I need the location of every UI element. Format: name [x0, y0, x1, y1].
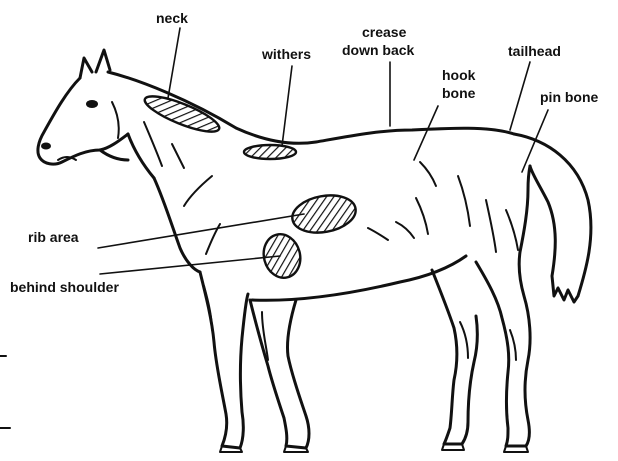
- label-hook-line2: bone: [442, 85, 476, 101]
- horse-detail-strokes: [41, 100, 518, 360]
- label-crease-line1: crease: [362, 24, 407, 40]
- edge-marks: [0, 356, 10, 428]
- label-crease-line2: down back: [342, 42, 415, 58]
- label-withers: withers: [261, 46, 311, 62]
- horse-outline: [38, 50, 591, 452]
- leader-hook-bone: [414, 106, 438, 160]
- label-neck: neck: [156, 10, 188, 26]
- label-pin-bone: pin bone: [540, 89, 599, 105]
- leader-withers: [282, 66, 292, 146]
- label-behind-shoulder: behind shoulder: [10, 279, 119, 295]
- leader-neck: [168, 28, 180, 98]
- withers-zone: [244, 145, 296, 159]
- eye: [86, 100, 98, 108]
- label-hook-line1: hook: [442, 67, 476, 83]
- labels: neck withers crease down back hook bone …: [10, 10, 599, 295]
- condition-zones: [141, 90, 358, 282]
- label-tailhead: tailhead: [508, 43, 561, 59]
- leader-behind-shoulder: [100, 256, 280, 274]
- leader-lines: [98, 28, 548, 274]
- label-rib-area: rib area: [28, 229, 79, 245]
- leader-pin-bone: [522, 110, 548, 172]
- nostril: [41, 143, 51, 150]
- leader-tailhead: [510, 62, 530, 130]
- behind-shoulder-zone: [259, 230, 305, 282]
